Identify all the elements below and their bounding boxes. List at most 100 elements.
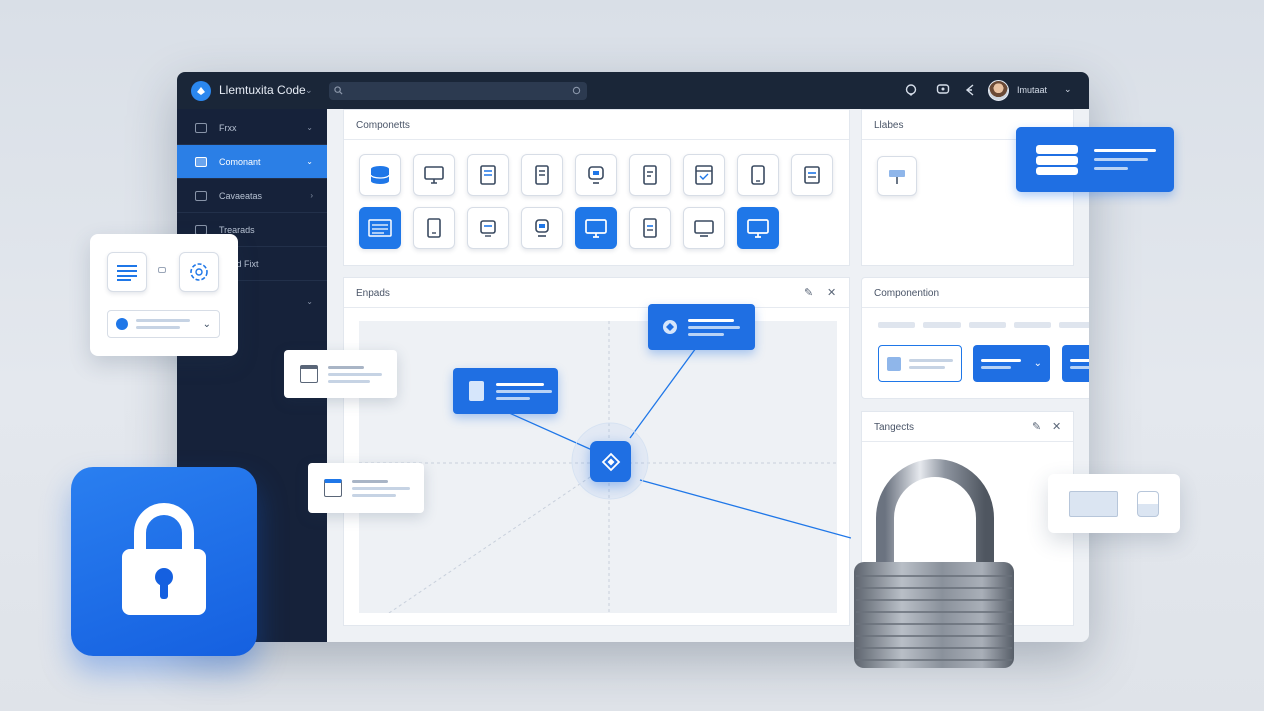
monitor-icon: [585, 219, 607, 238]
monitor-icon: [747, 219, 769, 238]
drive-icon: [480, 220, 496, 237]
floating-dropdown[interactable]: ⌄: [107, 310, 220, 338]
composition-panel-title: Componention: [874, 288, 940, 299]
window-icon: [324, 479, 342, 497]
preview-thumbnail[interactable]: [1069, 491, 1118, 517]
node-card[interactable]: [453, 368, 558, 414]
window-component-tile[interactable]: [683, 154, 725, 196]
canvas-panel-title: Enpads: [356, 288, 390, 299]
close-icon[interactable]: ✕: [827, 287, 837, 299]
list-icon: [887, 356, 901, 371]
file-component-tile[interactable]: [521, 154, 563, 196]
phone-icon: [751, 165, 765, 185]
device-alt-component-tile[interactable]: [521, 207, 563, 249]
top-bar: Llemtuxita Code ⌄ Imutaat ⌄: [177, 72, 1089, 109]
sidebar-item-frxx[interactable]: Frxx ⌄: [177, 111, 327, 145]
sync-tile[interactable]: [179, 252, 219, 292]
sidebar-item-label: Frxx: [219, 122, 237, 133]
screen-selected-component-tile[interactable]: [737, 207, 779, 249]
document-icon: [469, 381, 484, 401]
sidebar-item-label: Trearads: [219, 224, 255, 235]
search-icon: [334, 86, 343, 95]
list-icon: [368, 219, 392, 237]
share-icon[interactable]: [963, 83, 977, 97]
tablet-icon: [427, 218, 441, 238]
chevron-down-icon: ⌄: [1033, 358, 1042, 369]
window-icon: [695, 165, 713, 185]
labels-panel-title: Llabes: [874, 120, 904, 131]
chevron-down-icon: ⌄: [306, 123, 313, 132]
sidebar-item-cavaeatas[interactable]: Cavaeatas ›: [177, 179, 327, 213]
drive-component-tile[interactable]: [467, 207, 509, 249]
device-icon: [535, 219, 549, 237]
toggle-switch[interactable]: [1137, 491, 1159, 517]
edit-icon[interactable]: ✎: [1032, 421, 1042, 433]
title-chevron-icon[interactable]: ⌄: [305, 85, 313, 95]
server-component-tile[interactable]: [791, 154, 833, 196]
canvas-panel: Enpads ✎ ✕: [343, 277, 851, 626]
lock-icon: [122, 503, 206, 615]
window-icon: [300, 365, 318, 383]
node-card[interactable]: [308, 463, 424, 513]
user-avatar[interactable]: [988, 80, 1009, 101]
security-tile[interactable]: [71, 467, 257, 656]
floating-toggle-card: [1048, 474, 1180, 533]
close-icon[interactable]: ✕: [1052, 421, 1062, 433]
notification-icon[interactable]: [904, 83, 918, 97]
chevron-right-icon: ›: [310, 191, 313, 200]
floating-database-card[interactable]: [1016, 127, 1174, 192]
shield-icon: [116, 318, 128, 330]
chevron-down-icon: ⌄: [202, 318, 211, 330]
monitor-selected-component-tile[interactable]: [575, 207, 617, 249]
device-component-tile[interactable]: [575, 154, 617, 196]
label-component-tile[interactable]: [877, 156, 917, 196]
grid-icon: [195, 190, 207, 201]
edit-icon[interactable]: ✎: [804, 287, 814, 299]
monitor-icon: [424, 166, 444, 184]
composition-dropdown[interactable]: ⌄: [1062, 345, 1089, 382]
lock-icon: [195, 224, 207, 235]
storage-component-tile[interactable]: [629, 207, 671, 249]
diamond-icon: [663, 320, 677, 334]
search-input[interactable]: [329, 82, 587, 100]
user-name: Imutaat: [1017, 85, 1048, 95]
tablet-component-tile[interactable]: [629, 154, 671, 196]
chevron-down-icon: ⌄: [306, 157, 313, 166]
tablet-icon: [643, 165, 657, 185]
display-component-tile[interactable]: [683, 207, 725, 249]
list-tile[interactable]: [107, 252, 147, 292]
server-icon: [804, 166, 820, 184]
hub-node[interactable]: [590, 441, 631, 482]
sidebar-item-label: Comonant: [219, 156, 261, 167]
floating-settings-card: ⌄: [90, 234, 238, 356]
chat-icon[interactable]: [936, 83, 950, 97]
tablet-alt-component-tile[interactable]: [413, 207, 455, 249]
sidebar-item-comonant[interactable]: Comonant ⌄: [177, 145, 327, 179]
chevron-down-icon: ⌄: [306, 297, 313, 306]
signpost-icon: [889, 170, 905, 184]
storage-icon: [643, 218, 657, 238]
monitor-component-tile[interactable]: [413, 154, 455, 196]
database-component-tile[interactable]: [359, 154, 401, 196]
diamond-hub-icon: [601, 452, 620, 471]
display-icon: [694, 220, 714, 237]
composition-header-placeholders: [878, 322, 1089, 328]
list-icon: [117, 265, 137, 281]
node-card[interactable]: [284, 350, 397, 398]
composition-dropdown[interactable]: ⌄: [973, 345, 1050, 382]
components-panel-title: Componetts: [356, 120, 410, 131]
components-panel: Componetts: [343, 109, 850, 266]
node-card[interactable]: [648, 304, 755, 350]
composition-option-card[interactable]: [878, 345, 962, 382]
composition-panel: Componention ✕ ⌄ ⌄: [861, 277, 1089, 399]
user-menu-chevron-icon[interactable]: ⌄: [1064, 84, 1072, 94]
targets-panel-title: Tangects: [874, 422, 915, 433]
document-component-tile[interactable]: [467, 154, 509, 196]
search-submit-icon[interactable]: [572, 86, 581, 95]
padlock-icon: [854, 459, 1014, 668]
app-title: Llemtuxita Code: [219, 83, 306, 97]
app-logo-icon[interactable]: [191, 81, 211, 101]
phone-component-tile[interactable]: [737, 154, 779, 196]
database-icon: [1036, 144, 1078, 175]
list-component-tile[interactable]: [359, 207, 401, 249]
